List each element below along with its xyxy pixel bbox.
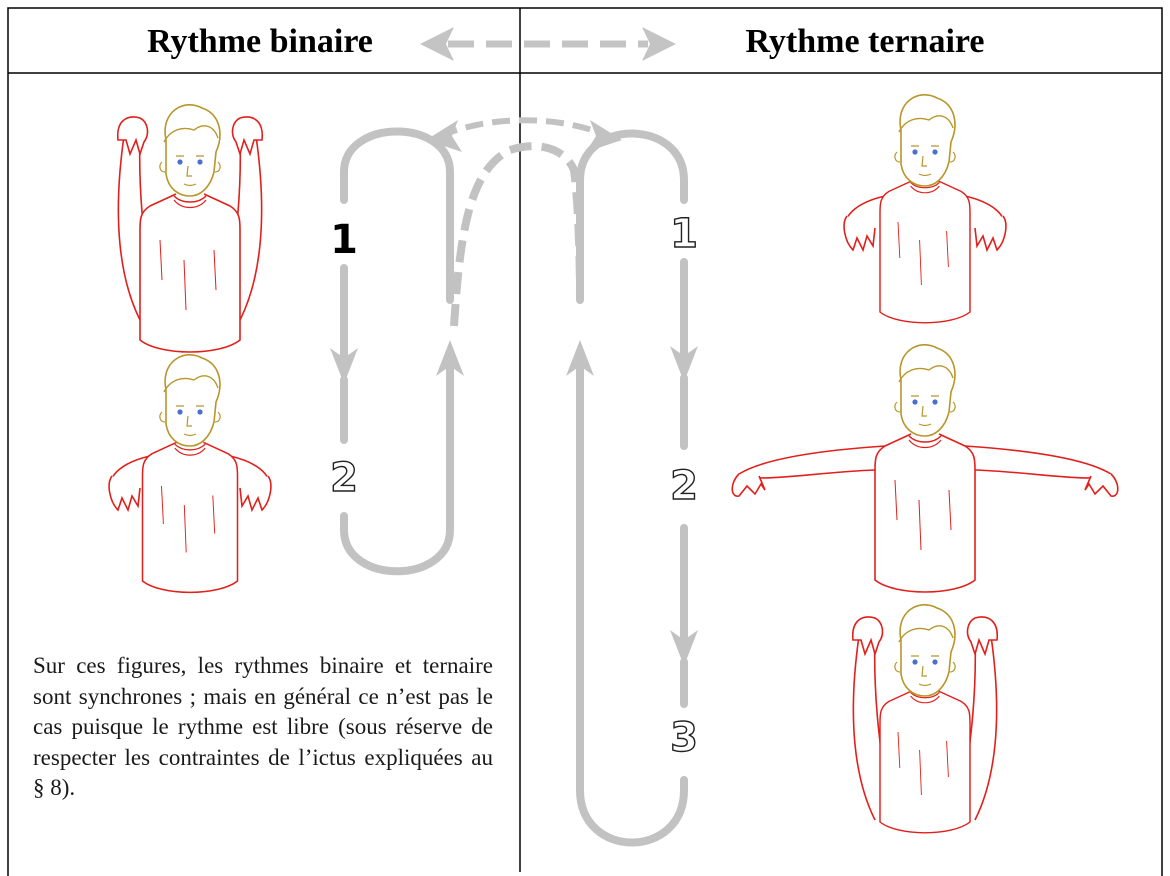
linking-dashed-arch [426,117,622,327]
table-frame [7,7,1163,876]
figure-ternary-arms-forward [843,93,1007,324]
header-double-arrow [420,27,676,61]
binary-beat-1-label: 1 [330,217,358,263]
figure-binary-arms-forward [108,353,272,594]
ternary-beat-1-label: 1 [669,211,698,257]
ternary-beat-3-label: 3 [669,715,698,761]
ternary-up-arrowhead [566,340,594,376]
ternary-down-arrowhead-1 [670,346,698,382]
binary-up-arrowhead [436,340,464,376]
ternary-down-arrowhead-2 [670,630,698,666]
binary-rhythm-title: Rythme binaire [147,23,373,60]
ternary-loop-arrow [566,129,698,847]
binary-down-arrowhead [330,348,358,384]
ternary-beat-2-label: 2 [669,463,698,509]
figure-binary-arms-raised [116,103,264,353]
figure-ternary-arms-spread [731,343,1119,593]
binary-beat-2-label: 2 [329,455,358,501]
figure-ternary-arms-raised [851,603,999,834]
explanation-caption: Sur ces figures, les rythmes binaire et … [33,653,493,800]
ternary-rhythm-title: Rythme ternaire [745,23,985,60]
binary-loop-arrow [330,127,464,576]
